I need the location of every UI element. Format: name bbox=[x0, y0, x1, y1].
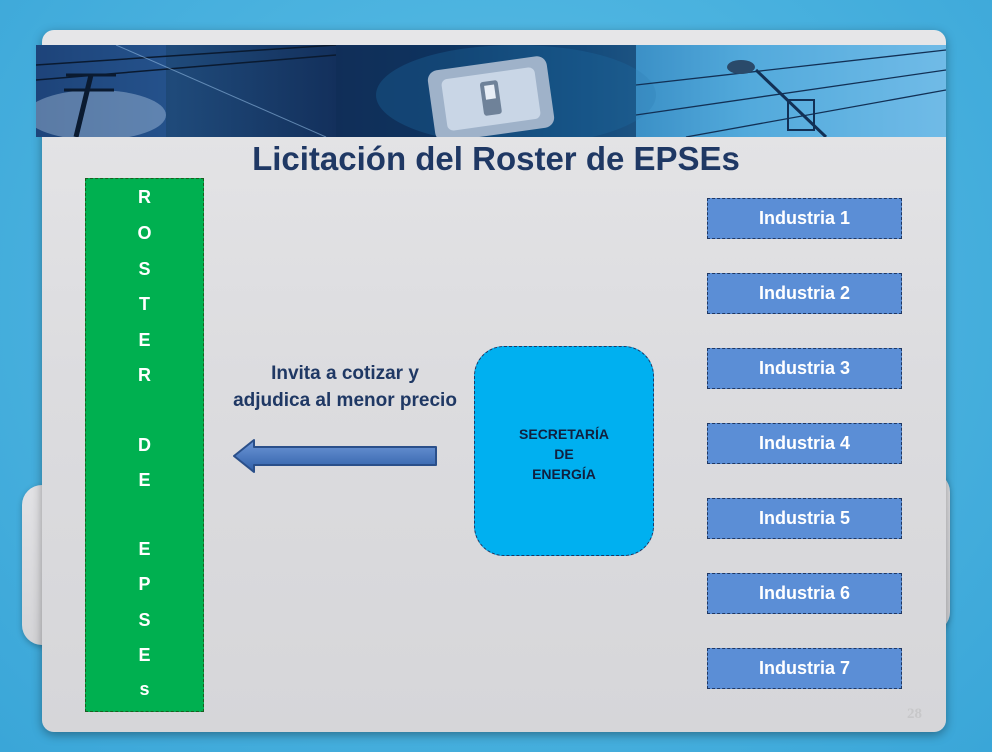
page-number: 28 bbox=[907, 706, 922, 722]
roster-letter: E bbox=[138, 330, 151, 350]
header-banner-image bbox=[36, 45, 946, 137]
roster-letter: R bbox=[138, 365, 151, 385]
secretaria-label: SECRETARÍA DE ENERGÍA bbox=[519, 426, 609, 482]
industry-box: Industria 5 bbox=[707, 498, 902, 539]
secretaria-de-energia-box: SECRETARÍA DE ENERGÍA bbox=[474, 346, 654, 556]
roster-letter: D bbox=[138, 435, 151, 455]
industry-box: Industria 6 bbox=[707, 573, 902, 614]
roster-letter: R bbox=[138, 187, 151, 207]
roster-letter: S bbox=[138, 259, 151, 279]
industry-box: Industria 4 bbox=[707, 423, 902, 464]
power-lines-light-switch-banner bbox=[36, 45, 946, 137]
roster-letter: O bbox=[137, 223, 152, 243]
slide-title: Licitación del Roster de EPSEs bbox=[252, 140, 740, 177]
industry-box: Industria 3 bbox=[707, 348, 902, 389]
industry-box: Industria 2 bbox=[707, 273, 902, 314]
invite-and-award-label: Invita a cotizar y adjudica al menor pre… bbox=[233, 363, 457, 411]
left-arrow-icon bbox=[233, 439, 437, 473]
roster-letter: S bbox=[138, 610, 151, 630]
roster-letter: P bbox=[138, 574, 151, 594]
industry-box: Industria 1 bbox=[707, 198, 902, 239]
roster-letter: E bbox=[138, 539, 151, 559]
roster-letter: T bbox=[139, 294, 150, 314]
roster-letter: E bbox=[138, 470, 151, 490]
roster-letter: s bbox=[139, 679, 150, 699]
industry-box: Industria 7 bbox=[707, 648, 902, 689]
roster-de-epses-bar: R O S T E R D E E P S E s bbox=[85, 178, 204, 712]
roster-letter: E bbox=[138, 645, 151, 665]
